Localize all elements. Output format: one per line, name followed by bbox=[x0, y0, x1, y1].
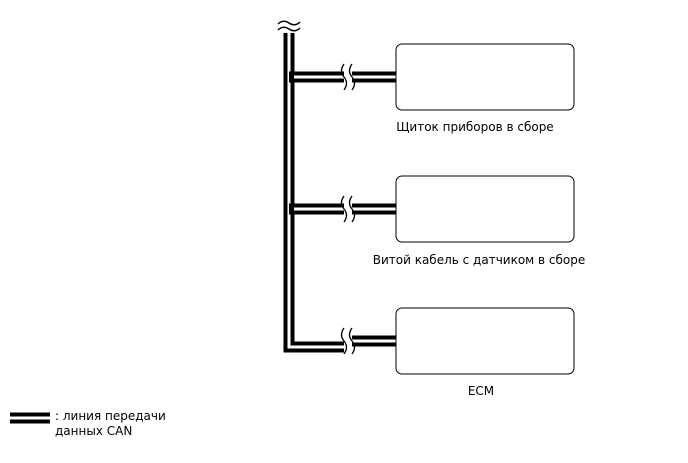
trunk-break-mark bbox=[277, 20, 301, 33]
component-label-spiral-cable: Витой кабель с датчиком в сборе bbox=[373, 253, 586, 267]
component-label-ecm: ECM bbox=[468, 384, 494, 398]
component-box-combination-meter bbox=[395, 43, 575, 111]
branch-line-2 bbox=[289, 195, 396, 223]
bus-trunk bbox=[283, 32, 344, 353]
component-box-spiral-cable bbox=[395, 175, 575, 243]
legend-text-line1: : линия передачи bbox=[55, 409, 166, 423]
legend: : линия передачи данных CAN bbox=[10, 409, 166, 438]
component-box-ecm bbox=[395, 307, 575, 375]
component-label-combination-meter: Щиток приборов в сборе bbox=[396, 120, 553, 134]
branch-line-1 bbox=[289, 63, 396, 91]
legend-text-line2: данных CAN bbox=[55, 424, 132, 438]
branch-line-3 bbox=[340, 327, 396, 355]
